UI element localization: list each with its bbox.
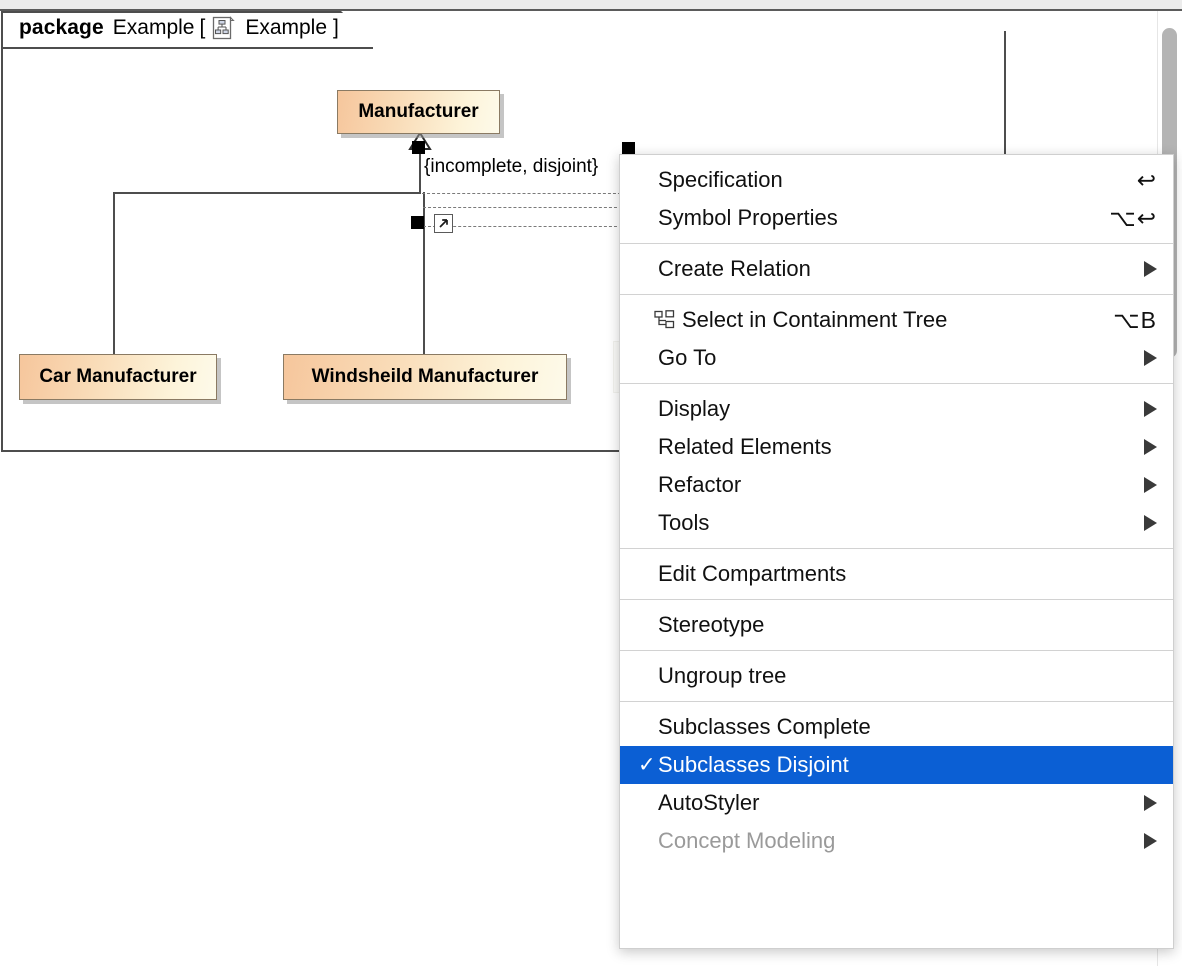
menu-separator [620, 650, 1173, 651]
package-bracket-close: ] [333, 16, 339, 39]
menu-item-specification[interactable]: Specification ↩ [620, 161, 1173, 199]
menu-item-concept-modeling: Concept Modeling [620, 822, 1173, 860]
menu-item-tools[interactable]: Tools [620, 504, 1173, 542]
menu-item-label: Display [658, 396, 731, 421]
menu-item-label: Specification [658, 167, 783, 192]
menu-item-label: Create Relation [658, 256, 811, 281]
menu-item-label: Refactor [658, 472, 742, 497]
menu-item-autostyler[interactable]: AutoStyler [620, 784, 1173, 822]
class-name-car-manufacturer: Car Manufacturer [39, 366, 197, 387]
submenu-arrow-icon [1144, 261, 1157, 277]
menu-item-symbol-properties[interactable]: Symbol Properties ⌥↩ [620, 199, 1173, 237]
menu-item-select-in-containment-tree[interactable]: Select in Containment Tree ⌥B [620, 301, 1173, 339]
menu-item-ungroup-tree[interactable]: Ungroup tree [620, 657, 1173, 695]
menu-item-label: Stereotype [658, 612, 765, 637]
menu-item-label: Concept Modeling [658, 828, 836, 853]
menu-item-refactor[interactable]: Refactor [620, 466, 1173, 504]
menu-group: Ungroup tree [620, 651, 1173, 701]
class-diagram-icon [212, 16, 236, 40]
menu-item-label: Subclasses Disjoint [658, 752, 849, 777]
generalization-stem[interactable] [419, 134, 421, 194]
generalization-branch-car[interactable] [113, 192, 115, 355]
menu-separator [620, 599, 1173, 600]
generalization-constraint-label[interactable]: {incomplete, disjoint} [424, 156, 599, 177]
menu-item-related-elements[interactable]: Related Elements [620, 428, 1173, 466]
containment-tree-icon [654, 310, 676, 330]
package-name: Example [112, 16, 195, 39]
menu-item-subclasses-disjoint[interactable]: ✓Subclasses Disjoint [620, 746, 1173, 784]
go-to-arrow-icon[interactable] [434, 214, 453, 233]
menu-item-label: Tools [658, 510, 710, 535]
menu-item-shortcut: ⌥↩ [1109, 204, 1157, 231]
class-name-manufacturer: Manufacturer [358, 101, 479, 122]
submenu-arrow-icon [1144, 477, 1157, 493]
menu-group: Edit Compartments [620, 549, 1173, 599]
menu-item-edit-compartments[interactable]: Edit Compartments [620, 555, 1173, 593]
menu-group: Specification ↩ Symbol Properties ⌥↩ [620, 155, 1173, 243]
menu-item-display[interactable]: Display [620, 390, 1173, 428]
package-frame-tab-label: package Example [ Example ] [19, 16, 339, 40]
menu-item-label: Go To [658, 345, 717, 370]
checkmark-icon: ✓ [638, 753, 656, 777]
class-name-windsheild-manufacturer: Windsheild Manufacturer [311, 366, 539, 387]
menu-group: Select in Containment Tree ⌥B Go To [620, 295, 1173, 383]
class-box-car-manufacturer[interactable]: Car Manufacturer [19, 354, 217, 400]
package-keyword: package [19, 16, 104, 39]
selection-handle-right[interactable] [622, 142, 635, 155]
generalization-horizontal-bar[interactable] [113, 192, 421, 194]
menu-separator [620, 294, 1173, 295]
menu-item-go-to[interactable]: Go To [620, 339, 1173, 377]
package-frame-tab[interactable]: package Example [ Example ] [1, 11, 373, 49]
menu-item-label: Subclasses Complete [658, 714, 871, 739]
window-top-divider [0, 9, 1182, 11]
menu-group: Create Relation [620, 244, 1173, 294]
menu-item-label: Select in Containment Tree [682, 307, 948, 332]
window-top-strip [0, 0, 1182, 9]
selection-handle-left[interactable] [411, 216, 424, 229]
context-menu[interactable]: Specification ↩ Symbol Properties ⌥↩ Create … [619, 154, 1174, 949]
menu-item-label: Related Elements [658, 434, 832, 459]
menu-item-label: Symbol Properties [658, 205, 838, 230]
menu-separator [620, 548, 1173, 549]
menu-item-shortcut: ⌥B [1113, 306, 1157, 333]
menu-item-label: Ungroup tree [658, 663, 787, 688]
package-bracket-open: [ [199, 16, 206, 39]
menu-item-create-relation[interactable]: Create Relation [620, 250, 1173, 288]
menu-item-label: Edit Compartments [658, 561, 847, 586]
submenu-arrow-icon [1144, 795, 1157, 811]
menu-item-shortcut: ↩ [1136, 166, 1157, 193]
menu-separator [620, 701, 1173, 702]
menu-separator [620, 383, 1173, 384]
menu-item-stereotype[interactable]: Stereotype [620, 606, 1173, 644]
class-box-manufacturer[interactable]: Manufacturer [337, 90, 500, 134]
selection-handle-top[interactable] [412, 141, 425, 154]
submenu-arrow-icon [1144, 833, 1157, 849]
menu-item-label: AutoStyler [658, 790, 760, 815]
submenu-arrow-icon [1144, 350, 1157, 366]
submenu-arrow-icon [1144, 401, 1157, 417]
menu-group: Stereotype [620, 600, 1173, 650]
submenu-arrow-icon [1144, 439, 1157, 455]
menu-separator [620, 243, 1173, 244]
menu-item-subclasses-complete[interactable]: Subclasses Complete [620, 708, 1173, 746]
package-diagram-name: Example [245, 16, 328, 39]
generalization-branch-windsheild[interactable] [423, 192, 425, 355]
class-box-windsheild-manufacturer[interactable]: Windsheild Manufacturer [283, 354, 567, 400]
submenu-arrow-icon [1144, 515, 1157, 531]
